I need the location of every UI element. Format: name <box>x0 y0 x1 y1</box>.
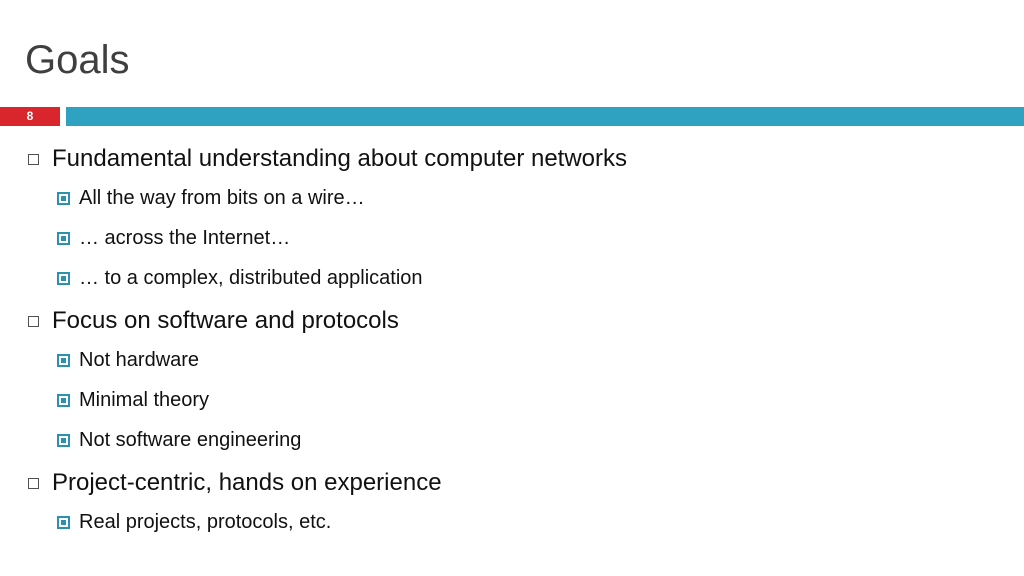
filled-square-bullet-icon <box>57 191 70 205</box>
filled-square-bullet-icon <box>57 433 70 447</box>
sub-bullet-item: All the way from bits on a wire… <box>28 178 988 218</box>
bullet-item: Fundamental understanding about computer… <box>28 140 988 178</box>
sub-bullet-item: Minimal theory <box>28 380 988 420</box>
slide-title: Goals <box>25 38 130 82</box>
slide-number: 8 <box>0 107 60 126</box>
sub-bullet-item: Not hardware <box>28 340 988 380</box>
bullet-item: Project-centric, hands on experience <box>28 464 988 502</box>
filled-square-bullet-icon <box>57 515 70 529</box>
hollow-square-bullet-icon <box>28 477 39 489</box>
sub-bullet-text: … across the Internet… <box>79 226 291 249</box>
sub-bullet-item: … to a complex, distributed application <box>28 258 988 298</box>
sub-bullet-text: Not software engineering <box>79 428 302 451</box>
filled-square-bullet-icon <box>57 393 70 407</box>
bullet-text: Focus on software and protocols <box>52 307 399 334</box>
bullet-text: Fundamental understanding about computer… <box>52 145 628 172</box>
sub-bullet-item: Not software engineering <box>28 420 988 460</box>
bullet-item: Focus on software and protocols <box>28 302 988 340</box>
bullet-group: Project-centric, hands on experience Rea… <box>28 464 988 542</box>
sub-bullet-item: Real projects, protocols, etc. <box>28 502 988 542</box>
sub-bullet-text: All the way from bits on a wire… <box>79 186 365 209</box>
filled-square-bullet-icon <box>57 353 70 367</box>
bullet-text: Project-centric, hands on experience <box>52 469 442 496</box>
sub-bullet-text: Minimal theory <box>79 388 210 411</box>
sub-bullet-text: Real projects, protocols, etc. <box>79 510 332 533</box>
filled-square-bullet-icon <box>57 271 70 285</box>
hollow-square-bullet-icon <box>28 153 39 165</box>
bullet-group: Fundamental understanding about computer… <box>28 140 988 298</box>
bullet-group: Focus on software and protocols Not hard… <box>28 302 988 460</box>
accent-bar <box>66 107 1024 126</box>
sub-bullet-text: Not hardware <box>79 348 200 371</box>
sub-bullet-text: … to a complex, distributed application <box>79 266 423 289</box>
sub-bullet-item: … across the Internet… <box>28 218 988 258</box>
hollow-square-bullet-icon <box>28 315 39 327</box>
bullet-list: Fundamental understanding about computer… <box>28 140 988 542</box>
filled-square-bullet-icon <box>57 231 70 245</box>
